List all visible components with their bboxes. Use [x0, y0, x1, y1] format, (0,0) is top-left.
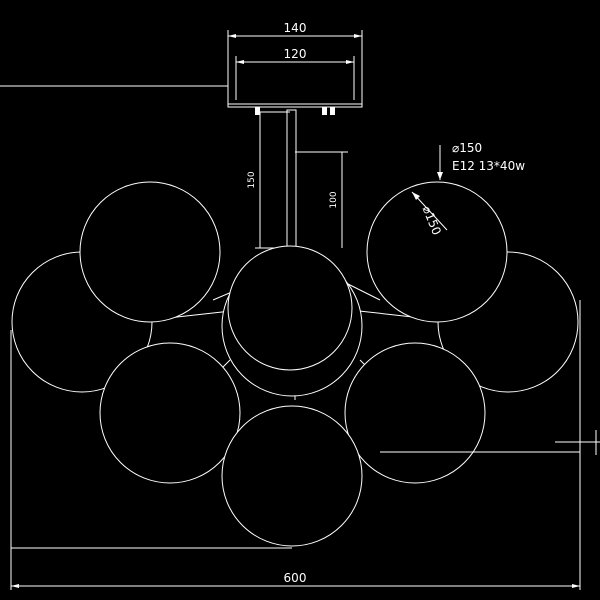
canopy-screw-right — [322, 107, 327, 115]
dim-label-600: 600 — [284, 571, 307, 585]
globe-bottom — [221, 405, 363, 547]
globe-diameter-arrow — [412, 192, 420, 200]
globe-upper-left — [79, 181, 221, 323]
callout-arrow — [437, 172, 443, 180]
globe-lower-left — [99, 342, 241, 484]
dim-label-120: 120 — [284, 47, 307, 61]
callout-line-2: E12 13*40w — [452, 159, 525, 173]
globe-lower-right — [344, 342, 486, 484]
arrow-600-right — [572, 584, 580, 588]
dim-label-150: 150 — [247, 171, 257, 188]
globe-upper-right — [366, 181, 508, 323]
canopy-screw-left — [255, 107, 260, 115]
central-rod — [286, 109, 297, 253]
arrow-140-left — [228, 34, 236, 38]
globe-center — [227, 245, 353, 371]
arrow-120-left — [236, 60, 244, 64]
arrow-140-right — [354, 34, 362, 38]
canopy-plate — [227, 103, 363, 108]
arrow-120-right — [346, 60, 354, 64]
globe-diameter-line — [411, 191, 448, 231]
callout-line-1: ⌀150 — [452, 141, 482, 155]
canopy-screw-right-2 — [330, 107, 335, 115]
arrow-600-left — [11, 584, 19, 588]
dim-label-140: 140 — [284, 21, 307, 35]
dim-label-100: 100 — [329, 191, 339, 208]
